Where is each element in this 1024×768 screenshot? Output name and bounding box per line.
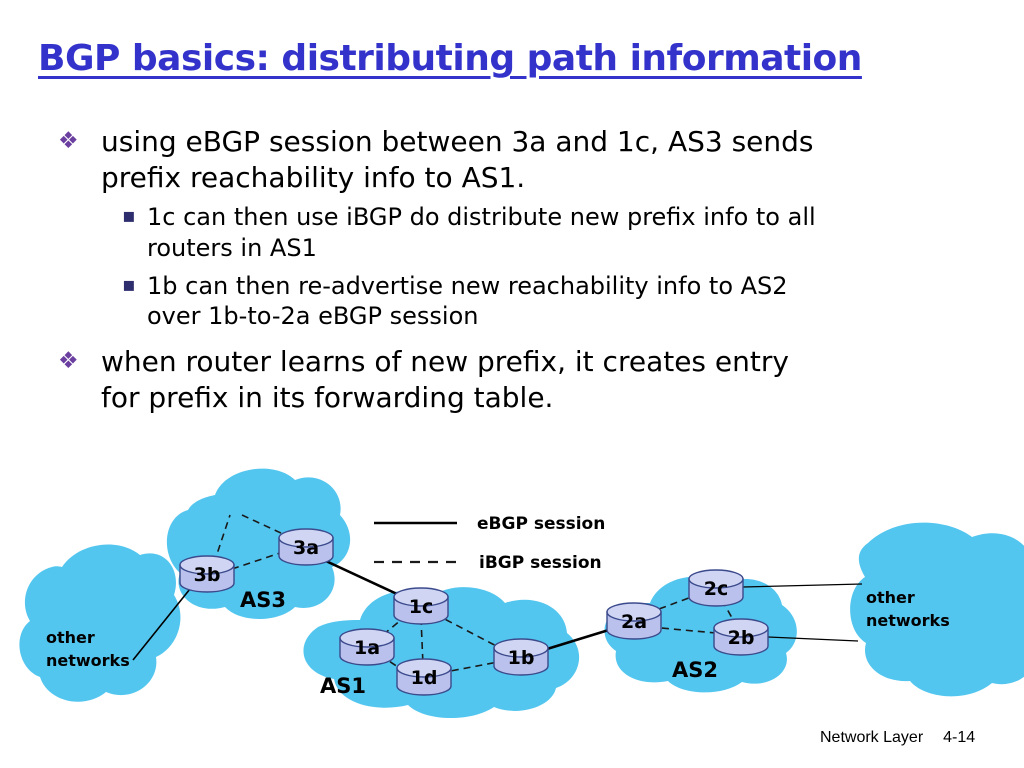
diagram-canvas: eBGP session iBGP session 3b 3a 1c — [19, 468, 1024, 719]
bullet-list: ❖ using eBGP session between 3a and 1c, … — [58, 124, 968, 415]
link-2b-right-cloud — [767, 636, 859, 642]
square-bullet-icon: ▪ — [122, 203, 136, 228]
footer-label: Network Layer — [820, 729, 924, 746]
router-top — [396, 658, 452, 678]
ibgp-link-3b-3a — [231, 552, 281, 570]
network-diagram: eBGP session iBGP session 3b 3a 1c — [0, 455, 1024, 768]
page-number: 4-14 — [943, 729, 976, 746]
router-1d: 1d — [396, 658, 452, 696]
router-top — [493, 638, 549, 658]
bullet-text: using eBGP session between 3a and 1c, AS… — [101, 125, 814, 194]
router-top — [278, 528, 334, 548]
router-1a: 1a — [339, 628, 395, 666]
router-top — [606, 602, 662, 622]
router-3b: 3b — [179, 555, 235, 593]
ibgp-link-1c-1d — [420, 617, 424, 666]
sub-bullet-text: 1c can then use iBGP do distribute new p… — [147, 203, 816, 262]
legend-ibgp-label: iBGP session — [479, 553, 602, 573]
footer: Network Layer 4-14 — [820, 729, 975, 747]
as3-label: AS3 — [240, 588, 286, 612]
router-label: 1c — [409, 596, 433, 618]
as2-label: AS2 — [672, 658, 718, 682]
router-top — [393, 587, 449, 607]
router-top — [339, 628, 395, 648]
router-label: 2a — [621, 611, 647, 633]
as1-label: AS1 — [320, 674, 366, 698]
router-2a: 2a — [606, 602, 662, 640]
ibgp-link-2a-2c — [647, 594, 698, 614]
router-3a: 3a — [278, 528, 334, 566]
router-label: 3b — [194, 564, 221, 586]
router-label: 1d — [411, 667, 438, 689]
router-label: 2c — [704, 578, 728, 600]
sub-bullet-item: ▪ 1c can then use iBGP do distribute new… — [122, 202, 968, 263]
link-2c-right-cloud — [742, 583, 863, 588]
ibgp-link-1d-1b — [439, 661, 499, 674]
router-1b: 1b — [493, 638, 549, 676]
diamond-bullet-icon: ❖ — [58, 347, 79, 374]
router-top — [688, 569, 744, 589]
other-networks-right-label-line2: networks — [866, 611, 950, 630]
router-2c: 2c — [688, 569, 744, 607]
diamond-bullet-icon: ❖ — [58, 128, 79, 154]
cloud-as1 — [303, 587, 580, 719]
router-label: 1b — [508, 647, 535, 669]
ibgp-link-3b-apex — [213, 514, 231, 564]
router-1c: 1c — [393, 587, 449, 625]
router-top — [713, 618, 769, 638]
page-title: BGP basics: distributing path informatio… — [38, 38, 862, 79]
bullet-item: ❖ using eBGP session between 3a and 1c, … — [58, 124, 968, 195]
link-left-cloud-3b — [132, 578, 199, 661]
other-networks-right-label-line1: other — [866, 588, 915, 607]
bullet-text: when router learns of new prefix, it cre… — [101, 344, 789, 414]
sub-bullet-text: 1b can then re-advertise new reachabilit… — [147, 271, 788, 331]
ibgp-link-1c-1b — [434, 613, 507, 652]
other-networks-left-label-line2: networks — [46, 651, 130, 670]
router-top — [179, 555, 235, 575]
cloud-other-networks-right — [850, 522, 1024, 697]
sub-bullet-item: ▪ 1b can then re-advertise new reachabil… — [122, 271, 968, 332]
square-bullet-icon: ▪ — [122, 271, 136, 296]
legend-ebgp-label: eBGP session — [477, 514, 605, 534]
router-2b: 2b — [713, 618, 769, 656]
bullet-item: ❖ when router learns of new prefix, it c… — [58, 344, 968, 415]
router-label: 3a — [293, 537, 319, 559]
other-networks-left-label-line1: other — [46, 628, 95, 647]
router-label: 1a — [354, 637, 380, 659]
cloud-other-networks-left — [19, 544, 181, 702]
router-label: 2b — [728, 627, 755, 649]
